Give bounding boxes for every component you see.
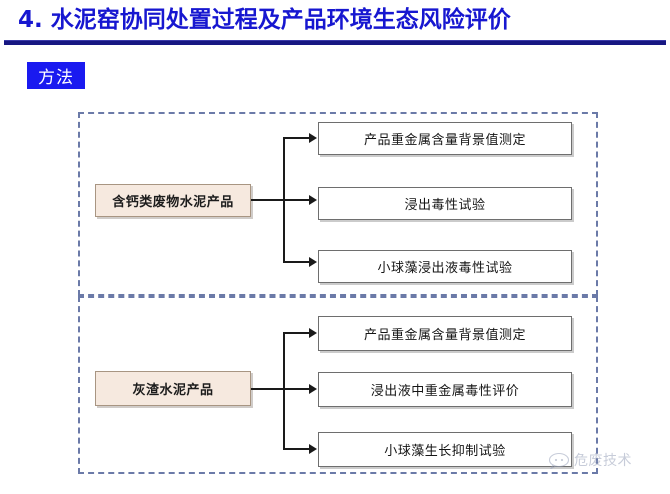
- arrow-head-3-group-1: [309, 257, 317, 267]
- connector-trunk-group-2: [283, 332, 285, 450]
- connector-branch-3-group-2: [283, 448, 311, 450]
- arrow-head-2-group-1: [309, 195, 317, 205]
- arrow-head-2-group-2: [309, 384, 317, 394]
- connector-stem-group-2: [251, 388, 285, 390]
- source-box-ash-cement-product: 灰渣水泥产品: [95, 371, 251, 406]
- connector-branch-2-group-1: [283, 199, 311, 201]
- source-box-calcium-waste-cement-product: 含钙类废物水泥产品: [95, 184, 251, 217]
- arrow-head-1-group-1: [309, 133, 317, 143]
- target-box-chlorella-leachate-toxicity-test: 小球藻浸出液毒性试验: [318, 250, 572, 283]
- target-box-heavy-metal-background: 产品重金属含量背景值测定: [318, 122, 572, 155]
- connector-branch-2-group-2: [283, 388, 311, 390]
- page-title: 4. 水泥窑协同处置过程及产品环境生态风险评价: [18, 7, 511, 33]
- target-box-heavy-metal-background-2: 产品重金属含量背景值测定: [318, 316, 572, 351]
- connector-branch-3-group-1: [283, 261, 311, 263]
- connector-stem-group-1: [251, 199, 285, 201]
- flow-group-2: [78, 296, 598, 474]
- title-bar: 4. 水泥窑协同处置过程及产品环境生态风险评价: [0, 0, 670, 46]
- connector-branch-1-group-2: [283, 332, 311, 334]
- section-tag-method: 方法: [27, 62, 85, 89]
- arrow-head-3-group-2: [309, 444, 317, 454]
- target-box-leaching-toxicity-test: 浸出毒性试验: [318, 187, 572, 220]
- title-underline-rule: [4, 40, 666, 45]
- arrow-head-1-group-2: [309, 328, 317, 338]
- connector-branch-1-group-1: [283, 137, 311, 139]
- target-box-leachate-heavy-metal-toxicity-evaluation: 浸出液中重金属毒性评价: [318, 372, 572, 407]
- flow-group-1: [78, 112, 598, 296]
- target-box-chlorella-growth-inhibition-test: 小球藻生长抑制试验: [318, 432, 572, 467]
